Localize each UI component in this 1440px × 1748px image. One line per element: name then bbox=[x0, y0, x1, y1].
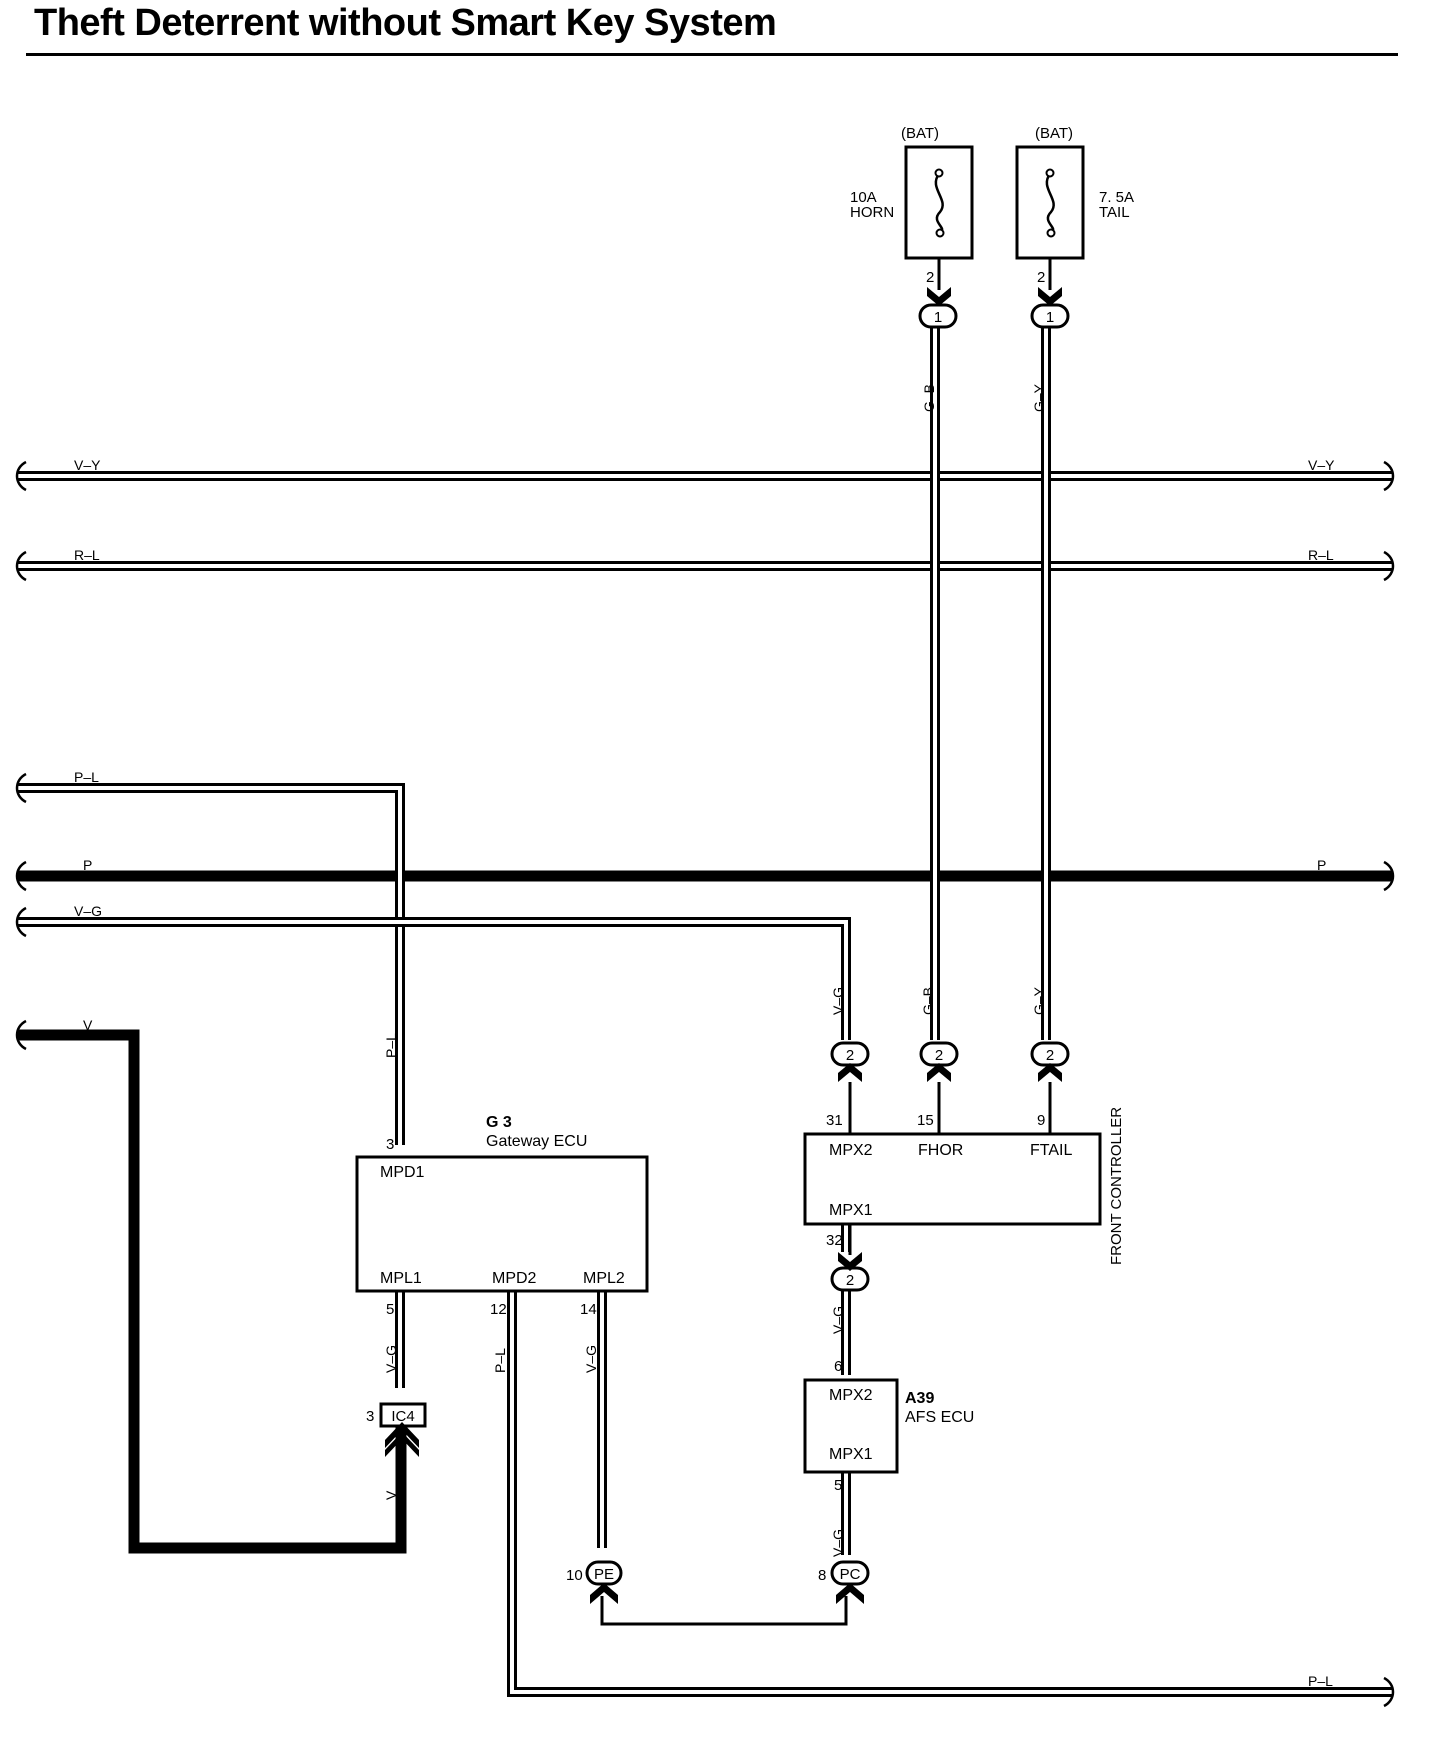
bus-r-l bbox=[15, 550, 1395, 582]
fuse-horn bbox=[904, 145, 974, 290]
afs-mpx2: MPX2 bbox=[829, 1387, 873, 1404]
pc-label: PC bbox=[840, 1566, 861, 1583]
connector-2-label-ftail: 2 bbox=[1046, 1047, 1054, 1064]
gateway-code: G 3 bbox=[486, 1114, 512, 1131]
afs-code: A39 bbox=[905, 1390, 934, 1407]
bus-v-y-break-right bbox=[1383, 460, 1395, 492]
front-fhor-pin: 15 bbox=[917, 1112, 934, 1129]
front-mpx2-pin: 31 bbox=[826, 1112, 843, 1129]
connector-pc bbox=[830, 1560, 870, 1604]
bus-v-y bbox=[15, 460, 1395, 492]
title-divider bbox=[26, 53, 1398, 56]
gateway-mpd2-pin: 12 bbox=[490, 1301, 507, 1318]
afs-mpx1-pin: 5 bbox=[834, 1477, 842, 1494]
gateway-name: Gateway ECU bbox=[486, 1133, 587, 1150]
bus-p-l-label: P–L bbox=[74, 769, 99, 785]
wire-label-g-y-lower: G–Y bbox=[1031, 986, 1047, 1015]
connector-2-label-fhor: 2 bbox=[935, 1047, 943, 1064]
front-controller-name: FRONT CONTROLLER bbox=[1108, 1107, 1125, 1265]
fuse-tail-pin: 2 bbox=[1037, 269, 1045, 286]
gateway-mpd1-pin: 3 bbox=[386, 1136, 394, 1153]
gateway-mpd1: MPD1 bbox=[380, 1164, 425, 1181]
chevron-up-icon bbox=[838, 1063, 1062, 1082]
front-mpx1-pin: 32 bbox=[826, 1232, 843, 1249]
wire-label-g-y-upper: G–Y bbox=[1031, 383, 1047, 412]
bus-v-y-label-right: V–Y bbox=[1308, 457, 1335, 473]
fuse-tail bbox=[1015, 145, 1085, 290]
wire-label-p-l-mpd2: P–L bbox=[492, 1348, 508, 1373]
fuse-horn-rating: 10A bbox=[850, 189, 877, 206]
gateway-mpl2-pin: 14 bbox=[580, 1301, 597, 1318]
wire-label-v-g-mpl1: V–G bbox=[383, 1345, 399, 1373]
gateway-mpl1-pin: 5 bbox=[386, 1301, 394, 1318]
pc-pin: 8 bbox=[818, 1567, 826, 1584]
chevron-down-icon bbox=[927, 287, 1062, 306]
bus-p-label-right: P bbox=[1317, 857, 1326, 873]
wire-p-l-to-mpd1 bbox=[15, 772, 405, 1145]
front-controller-box bbox=[803, 1132, 1102, 1226]
gateway-mpl2: MPL2 bbox=[583, 1270, 625, 1287]
wire-label-p-l-mpd1: P–L bbox=[383, 1033, 399, 1058]
fuse-horn-pin: 2 bbox=[926, 269, 934, 286]
bus-p-l-bottom-label: P–L bbox=[1308, 1673, 1333, 1689]
wire-label-v-g-mpx1: V–G bbox=[830, 1306, 846, 1334]
bus-v-y-break-left bbox=[15, 460, 27, 492]
wire-label-g-b-lower: G–B bbox=[920, 987, 936, 1015]
connector-horn-1 bbox=[918, 303, 958, 329]
page-title: Theft Deterrent without Smart Key System bbox=[34, 2, 777, 44]
connector-2-label-mpx2: 2 bbox=[846, 1047, 854, 1064]
fuse-tail-rating: 7. 5A bbox=[1099, 189, 1134, 206]
ic4-label: IC4 bbox=[391, 1408, 414, 1425]
wire-label-v-g-mpx2: V–G bbox=[830, 987, 846, 1015]
wire-label-v-g-mpl2: V–G bbox=[583, 1345, 599, 1373]
pe-label: PE bbox=[594, 1566, 614, 1583]
connector-tail-1 bbox=[1030, 303, 1070, 329]
gateway-mpl1: MPL1 bbox=[380, 1270, 422, 1287]
afs-mpx1: MPX1 bbox=[829, 1446, 873, 1463]
pe-pin: 10 bbox=[566, 1567, 583, 1584]
wire-v-to-ic4 bbox=[15, 1019, 407, 1554]
wire-p-l-mpd2 bbox=[507, 1287, 1395, 1708]
bus-v-g-label: V–G bbox=[74, 903, 102, 919]
fuse-horn-source: (BAT) bbox=[901, 125, 939, 142]
gateway-mpd2: MPD2 bbox=[492, 1270, 537, 1287]
front-mpx1: MPX1 bbox=[829, 1202, 873, 1219]
front-controller-leads bbox=[848, 1082, 1052, 1134]
fuse-tail-name: TAIL bbox=[1099, 204, 1130, 221]
connector-2-row bbox=[830, 1041, 1070, 1292]
afs-mpx2-pin: 6 bbox=[834, 1358, 842, 1375]
bus-r-l-label-right: R–L bbox=[1308, 547, 1334, 563]
bus-p bbox=[15, 860, 1395, 892]
bus-p-label-left: P bbox=[83, 857, 92, 873]
connector-ic4 bbox=[379, 1402, 427, 1457]
front-ftail: FTAIL bbox=[1030, 1142, 1072, 1159]
front-mpx2: MPX2 bbox=[829, 1142, 873, 1159]
connector-tail-label: 1 bbox=[1046, 309, 1054, 326]
bus-v-label: V bbox=[83, 1017, 93, 1033]
gateway-ecu-box bbox=[355, 1155, 649, 1293]
chevron-down-icon bbox=[838, 1252, 862, 1271]
connector-horn-label: 1 bbox=[934, 309, 942, 326]
connector-pe bbox=[585, 1560, 623, 1604]
wire-label-v-g-afs: V–G bbox=[830, 1529, 846, 1557]
front-fhor: FHOR bbox=[918, 1142, 963, 1159]
fuse-tail-source: (BAT) bbox=[1035, 125, 1073, 142]
wire-v-g-to-mpx2 bbox=[15, 906, 851, 1040]
wire-label-g-b-upper: G–B bbox=[921, 384, 937, 412]
afs-name: AFS ECU bbox=[905, 1409, 974, 1426]
front-ftail-pin: 9 bbox=[1037, 1112, 1045, 1129]
wire-label-v: V bbox=[383, 1490, 399, 1500]
afs-ecu-box bbox=[803, 1378, 899, 1474]
ic4-pin: 3 bbox=[366, 1408, 374, 1425]
bus-v-y-label-left: V–Y bbox=[74, 457, 101, 473]
connector-2-label-mpx1: 2 bbox=[846, 1272, 854, 1289]
link-pe-pc bbox=[600, 1596, 848, 1626]
fuse-horn-name: HORN bbox=[850, 204, 894, 221]
bus-r-l-label-left: R–L bbox=[74, 547, 100, 563]
